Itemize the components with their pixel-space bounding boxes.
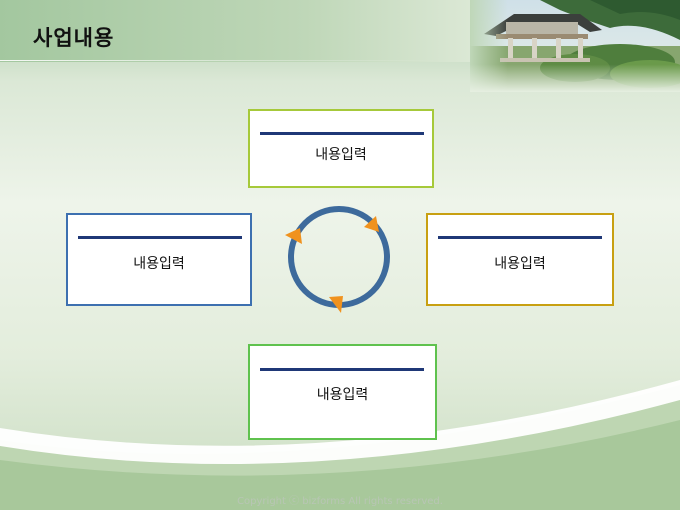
box-left-label: 내용입력 (133, 256, 185, 272)
content-box-top: 내용입력 (248, 109, 434, 188)
cycle-arrow-left (285, 228, 302, 244)
content-box-bottom: 내용입력 (248, 344, 437, 440)
temple-photo (470, 0, 680, 92)
cycle-diagram (285, 206, 390, 313)
box-left-rule (78, 236, 242, 239)
box-bottom-label: 내용입력 (316, 387, 369, 403)
box-right-label: 내용입력 (494, 256, 546, 272)
copyright-footer: Copyright ⓒ bizforms All rights reserved… (237, 496, 443, 507)
box-right-rule (438, 236, 602, 239)
bottom-swoosh (0, 380, 680, 510)
box-top-rule (260, 132, 424, 135)
content-box-right: 내용입력 (426, 213, 614, 306)
cycle-arrow-top-right (364, 216, 379, 232)
cycle-arrow-bottom (329, 296, 343, 313)
box-top-label: 내용입력 (315, 147, 367, 163)
page-title: 사업내용 (33, 26, 115, 50)
box-bottom-rule (260, 368, 424, 371)
content-box-left: 내용입력 (66, 213, 252, 306)
header-divider (0, 60, 440, 61)
